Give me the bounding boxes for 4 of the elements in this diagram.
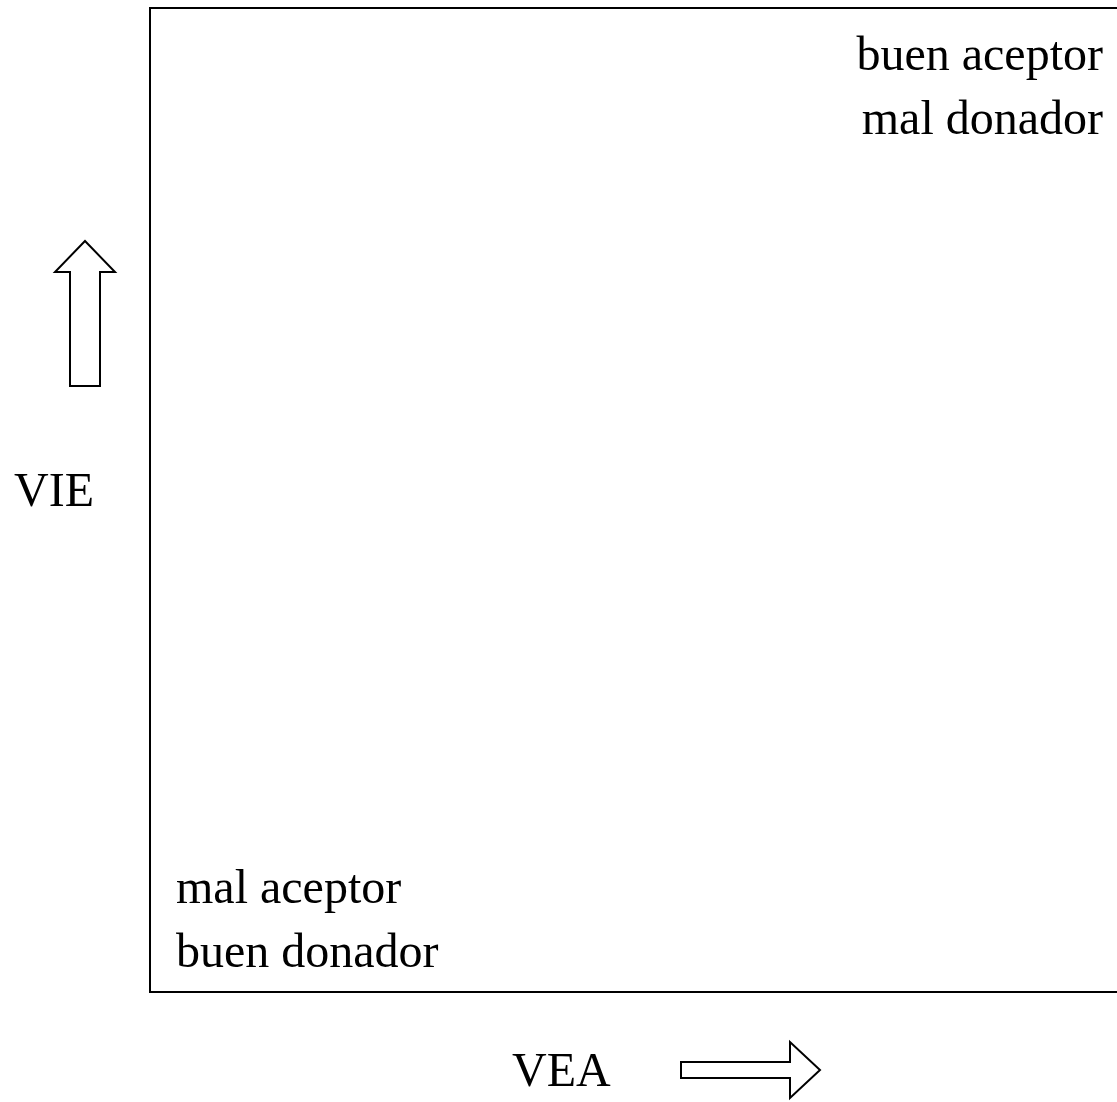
quadrant-label: mal aceptor buen donador — [176, 859, 440, 979]
quadrant-label: buen aceptor mal donador — [855, 26, 1103, 146]
axis-label: VIE — [14, 462, 95, 518]
axis-label: VEA — [512, 1042, 612, 1098]
